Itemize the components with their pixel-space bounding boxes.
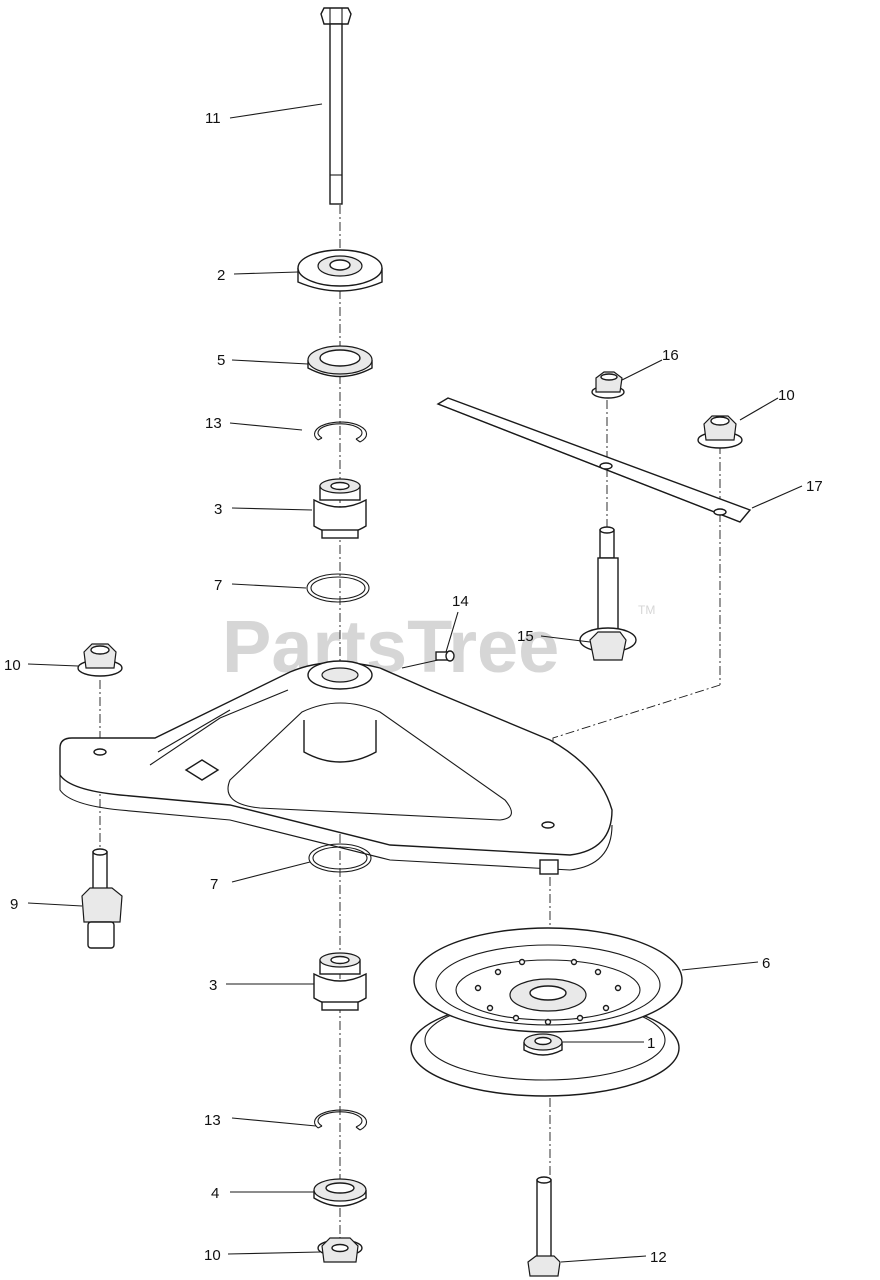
grease-fitting-part-14 xyxy=(401,650,455,669)
bolt-part-11 xyxy=(320,7,352,205)
bolt-part-12 xyxy=(527,1176,561,1277)
snap-ring-part-13-top xyxy=(314,421,368,443)
callout-5: 5 xyxy=(217,352,225,369)
spacer-part-9 xyxy=(81,848,123,949)
callout-12: 12 xyxy=(650,1249,667,1266)
o-ring-part-7-top xyxy=(306,573,370,603)
callout-7-bottom: 7 xyxy=(210,876,218,893)
bearing-part-3-bottom xyxy=(313,952,367,1011)
idler-arm-bracket xyxy=(59,660,613,875)
callout-3-top: 3 xyxy=(214,501,222,518)
watermark-trademark: TM xyxy=(638,603,655,617)
callout-13-top: 13 xyxy=(205,415,222,432)
callout-3-bottom: 3 xyxy=(209,977,217,994)
nut-part-10-right xyxy=(697,415,743,449)
snap-ring-part-13-bottom xyxy=(314,1109,368,1131)
callout-15: 15 xyxy=(517,628,534,645)
bearing-part-3-top xyxy=(313,478,367,539)
cap-part-2 xyxy=(297,249,383,292)
o-ring-part-7-bottom xyxy=(308,843,372,873)
seal-part-5 xyxy=(307,345,373,378)
callout-10-bottom: 10 xyxy=(204,1247,221,1264)
callout-11-top: 11 xyxy=(205,110,221,127)
washer-part-1 xyxy=(523,1033,563,1056)
plate-part-17 xyxy=(436,397,752,523)
idler-pulley-part-6 xyxy=(410,927,683,1097)
nut-part-16 xyxy=(591,371,625,399)
callout-9: 9 xyxy=(10,896,18,913)
callout-16: 16 xyxy=(662,347,679,364)
nut-part-10-bottom xyxy=(317,1237,363,1263)
stud-part-15 xyxy=(579,526,637,661)
callout-10-left: 10 xyxy=(4,657,21,674)
callout-14: 14 xyxy=(452,593,469,610)
callout-17: 17 xyxy=(806,478,823,495)
callout-13-bottom: 13 xyxy=(204,1112,221,1129)
callout-2: 2 xyxy=(217,267,225,284)
callout-6: 6 xyxy=(762,955,770,972)
callout-labels: 11 2 5 13 3 7 14 15 16 10 17 10 9 7 3 6 … xyxy=(4,110,823,1266)
callout-4: 4 xyxy=(211,1185,219,1202)
callout-1: 1 xyxy=(647,1035,655,1052)
nut-part-10-left xyxy=(77,643,123,677)
leader-lines xyxy=(27,103,803,1263)
callout-7-top: 7 xyxy=(214,577,222,594)
pulley-holes xyxy=(474,958,622,1026)
seal-part-4 xyxy=(313,1178,367,1207)
callout-10-right: 10 xyxy=(778,387,795,404)
